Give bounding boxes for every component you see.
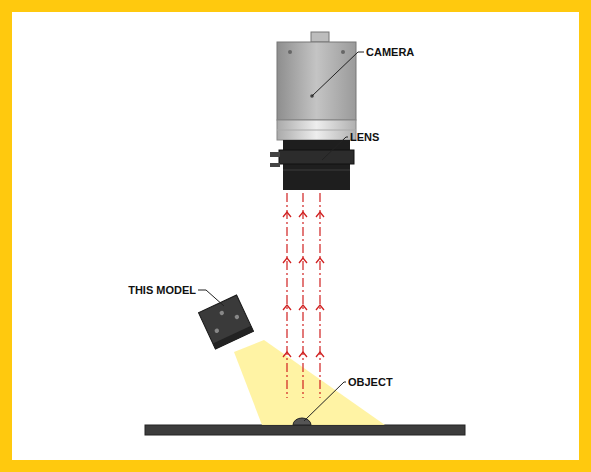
ray-arrow xyxy=(283,258,291,263)
ray-arrow xyxy=(316,352,324,357)
camera-label: CAMERA xyxy=(366,46,414,59)
lens-label: LENS xyxy=(350,131,379,144)
camera-symbol xyxy=(277,32,356,140)
ray-arrow xyxy=(299,352,307,357)
leader-lines xyxy=(198,52,364,421)
light-rays xyxy=(287,193,320,398)
lens-symbol xyxy=(270,140,354,190)
ray-arrow xyxy=(283,212,291,217)
ray-arrow xyxy=(316,212,324,217)
ray-arrow xyxy=(283,305,291,310)
ray-arrow xyxy=(299,258,307,263)
ray-arrow xyxy=(299,305,307,310)
object-shape xyxy=(293,418,311,425)
ray-arrow xyxy=(316,258,324,263)
ray-arrow xyxy=(299,212,307,217)
light-fixture xyxy=(199,295,254,349)
object-label: OBJECT xyxy=(348,376,393,389)
base-plate xyxy=(145,425,465,435)
model-label: THIS MODEL xyxy=(128,284,196,297)
ray-arrows xyxy=(283,212,324,357)
ray-arrow xyxy=(283,352,291,357)
ray-arrow xyxy=(316,305,324,310)
frame xyxy=(6,6,585,466)
